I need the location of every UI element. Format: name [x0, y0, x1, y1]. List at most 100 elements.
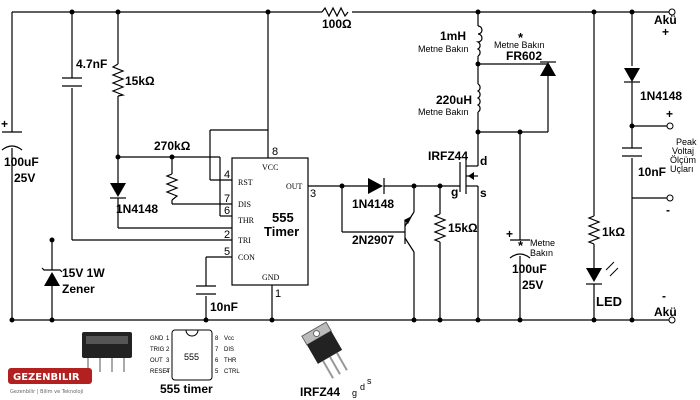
label-100uf-left: 100uF [4, 155, 39, 169]
label-fr602-note: Metne Bakın [494, 40, 545, 50]
label-100-ohm: 100Ω [322, 17, 352, 31]
diode-1n4148-right [624, 68, 640, 83]
label-cap-note-1: Metne [530, 238, 555, 248]
inductor-220uh [476, 83, 481, 113]
svg-text:CON: CON [238, 253, 255, 262]
peak-terminal-plus [666, 122, 674, 130]
led [586, 261, 619, 285]
pinout-right-number: 8 [215, 336, 219, 342]
svg-text:THR: THR [238, 216, 255, 225]
plus-sign-right: + [506, 227, 513, 241]
pinout-left-number: 3 [166, 358, 170, 364]
label-aku-bottom: Akü [654, 305, 677, 319]
ic-555-timer: VCC RST DIS THR TRI CON GND OUT 555 Time… [231, 157, 309, 286]
gezenbilir-logo: GEZENBILIR Gezenbilir | Bilim ve Teknolo… [8, 368, 92, 395]
label-peak-2: Voltaj [672, 146, 694, 156]
svg-text:5: 5 [224, 246, 230, 258]
svg-text:8: 8 [272, 146, 278, 158]
label-2n2907: 2N2907 [352, 233, 394, 247]
pinout-right-number: 5 [215, 369, 219, 375]
label-100uf-right: 100uF [512, 262, 547, 276]
ic-name-timer: Timer [264, 224, 299, 239]
zener-diode [41, 267, 63, 286]
svg-text:GEZENBILIR: GEZENBILIR [13, 372, 80, 383]
label-peak-1: Peak [676, 137, 697, 147]
svg-text:DIS: DIS [238, 200, 251, 209]
label-fr602: FR602 [506, 49, 542, 63]
battery-terminal-plus [668, 8, 676, 16]
labels: 100Ω Akü + - Akü 4.7nF 15kΩ 100uF 25V 27… [4, 13, 697, 319]
svg-text:1: 1 [275, 288, 281, 300]
svg-text:4: 4 [224, 169, 230, 181]
capacitor-10nf-bottom [196, 285, 216, 295]
to220-illustration: g d s IRFZ44 [300, 321, 372, 399]
svg-text:d: d [360, 382, 365, 392]
star-cap: * [518, 238, 524, 253]
label-10nf-bottom: 10nF [210, 300, 238, 314]
junction-dots [9, 9, 635, 323]
battery-terminal-minus [668, 316, 676, 324]
diode-1n4148-mid [368, 178, 385, 194]
capacitor-4-7nf [62, 77, 82, 87]
pinout-left-number: 1 [166, 336, 170, 342]
pinout-left-label: TRIG [150, 347, 165, 353]
label-minus-bottom: - [662, 289, 666, 303]
pinout-right-number: 6 [215, 358, 219, 364]
label-peak-minus: - [666, 203, 670, 217]
svg-text:3: 3 [310, 188, 316, 200]
svg-text:s: s [367, 376, 372, 386]
resistor-100-ohm [321, 6, 349, 18]
pinout-left-label: GND [150, 336, 164, 342]
ic-name-555: 555 [272, 210, 294, 225]
svg-text:Gezenbilir | Bilim ve Teknoloj: Gezenbilir | Bilim ve Teknoloji [10, 389, 83, 395]
label-cap-note-2: Bakın [530, 248, 553, 258]
label-peak-3: Ölçüm [670, 155, 696, 165]
label-1n4148-right: 1N4148 [640, 89, 682, 103]
plus-sign: + [1, 117, 8, 131]
label-220uh: 220uH [436, 93, 472, 107]
resistor-15k-top [111, 63, 126, 97]
transistor-2n2907 [404, 211, 415, 253]
label-15k-top: 15kΩ [125, 74, 155, 88]
svg-text:6: 6 [224, 205, 230, 217]
capacitor-100uf-right: + [506, 227, 531, 259]
label-25v-right: 25V [522, 278, 543, 292]
resistor-15k-mid [433, 213, 447, 243]
label-zener: Zener [62, 282, 95, 296]
pinout-right-label: DIS [224, 347, 234, 353]
label-1n4148-mid: 1N4148 [352, 197, 394, 211]
caption-irfz44: IRFZ44 [300, 385, 340, 399]
svg-text:7: 7 [224, 193, 230, 205]
svg-text:555: 555 [184, 352, 199, 362]
pinout-left-number: 4 [166, 369, 170, 375]
label-220uh-note: Metne Bakın [418, 107, 469, 117]
svg-text:OUT: OUT [286, 182, 303, 191]
peak-terminal-minus [666, 194, 674, 202]
pinout-right-number: 7 [215, 347, 219, 353]
caption-555-timer: 555 timer [160, 382, 213, 396]
resistor-1k [587, 215, 601, 245]
svg-text:RST: RST [238, 178, 253, 187]
label-mosfet-g: g [451, 185, 458, 199]
label-peak-4: Uçları [670, 164, 694, 174]
resistor-270k [165, 173, 179, 201]
label-mosfet-d: d [480, 154, 487, 168]
label-irfz44: IRFZ44 [428, 149, 468, 163]
label-1mh: 1mH [440, 29, 466, 43]
svg-text:VCC: VCC [262, 163, 278, 172]
pinout-left-label: RESET [150, 369, 170, 375]
label-1n4148-left: 1N4148 [116, 202, 158, 216]
ic-pin-numbers: 8 4 7 6 2 5 1 3 [224, 146, 316, 300]
label-aku-top: Akü [654, 13, 677, 27]
label-270k: 270kΩ [154, 139, 191, 153]
diode-1n4148-left [110, 183, 126, 199]
label-4-7nf: 4.7nF [76, 57, 107, 71]
pinout-left-number: 2 [166, 347, 170, 353]
mosfet-irfz44 [468, 172, 474, 180]
pinout-right-label: Vcc [224, 336, 234, 342]
svg-text:TRI: TRI [238, 236, 251, 245]
label-zener-15v: 15V 1W [62, 266, 105, 280]
inductor-1mh [475, 25, 483, 57]
svg-text:2: 2 [224, 229, 230, 241]
